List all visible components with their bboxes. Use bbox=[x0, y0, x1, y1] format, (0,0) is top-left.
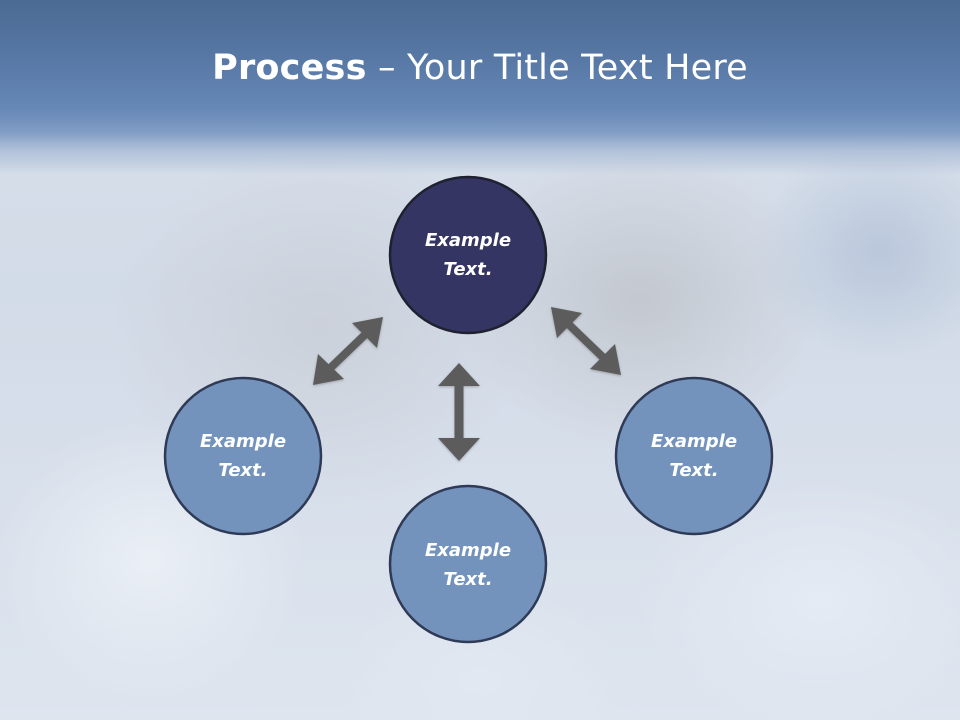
process-node-left[interactable]: Example Text. bbox=[163, 376, 323, 536]
node-top-line1: Example bbox=[425, 230, 511, 251]
node-right-line2: Text. bbox=[669, 460, 718, 481]
node-right-line1: Example bbox=[651, 431, 737, 452]
node-left-line2: Text. bbox=[218, 460, 267, 481]
process-node-top[interactable]: Example Text. bbox=[388, 175, 548, 335]
process-node-bottom[interactable]: Example Text. bbox=[388, 484, 548, 644]
node-top-line2: Text. bbox=[443, 259, 492, 280]
node-bottom-line2: Text. bbox=[443, 569, 492, 590]
node-bottom-line1: Example bbox=[425, 540, 511, 561]
slide-title[interactable]: Process – Your Title Text Here bbox=[0, 48, 960, 88]
title-bold: Process bbox=[212, 48, 367, 88]
title-banner bbox=[0, 0, 960, 175]
title-rest: Your Title Text Here bbox=[406, 48, 748, 88]
node-left-line1: Example bbox=[200, 431, 286, 452]
process-node-right[interactable]: Example Text. bbox=[614, 376, 774, 536]
title-separator: – bbox=[366, 48, 407, 88]
arrow-vertical bbox=[438, 363, 480, 461]
arrow-top-left bbox=[313, 317, 383, 385]
arrow-top-right bbox=[551, 307, 621, 375]
